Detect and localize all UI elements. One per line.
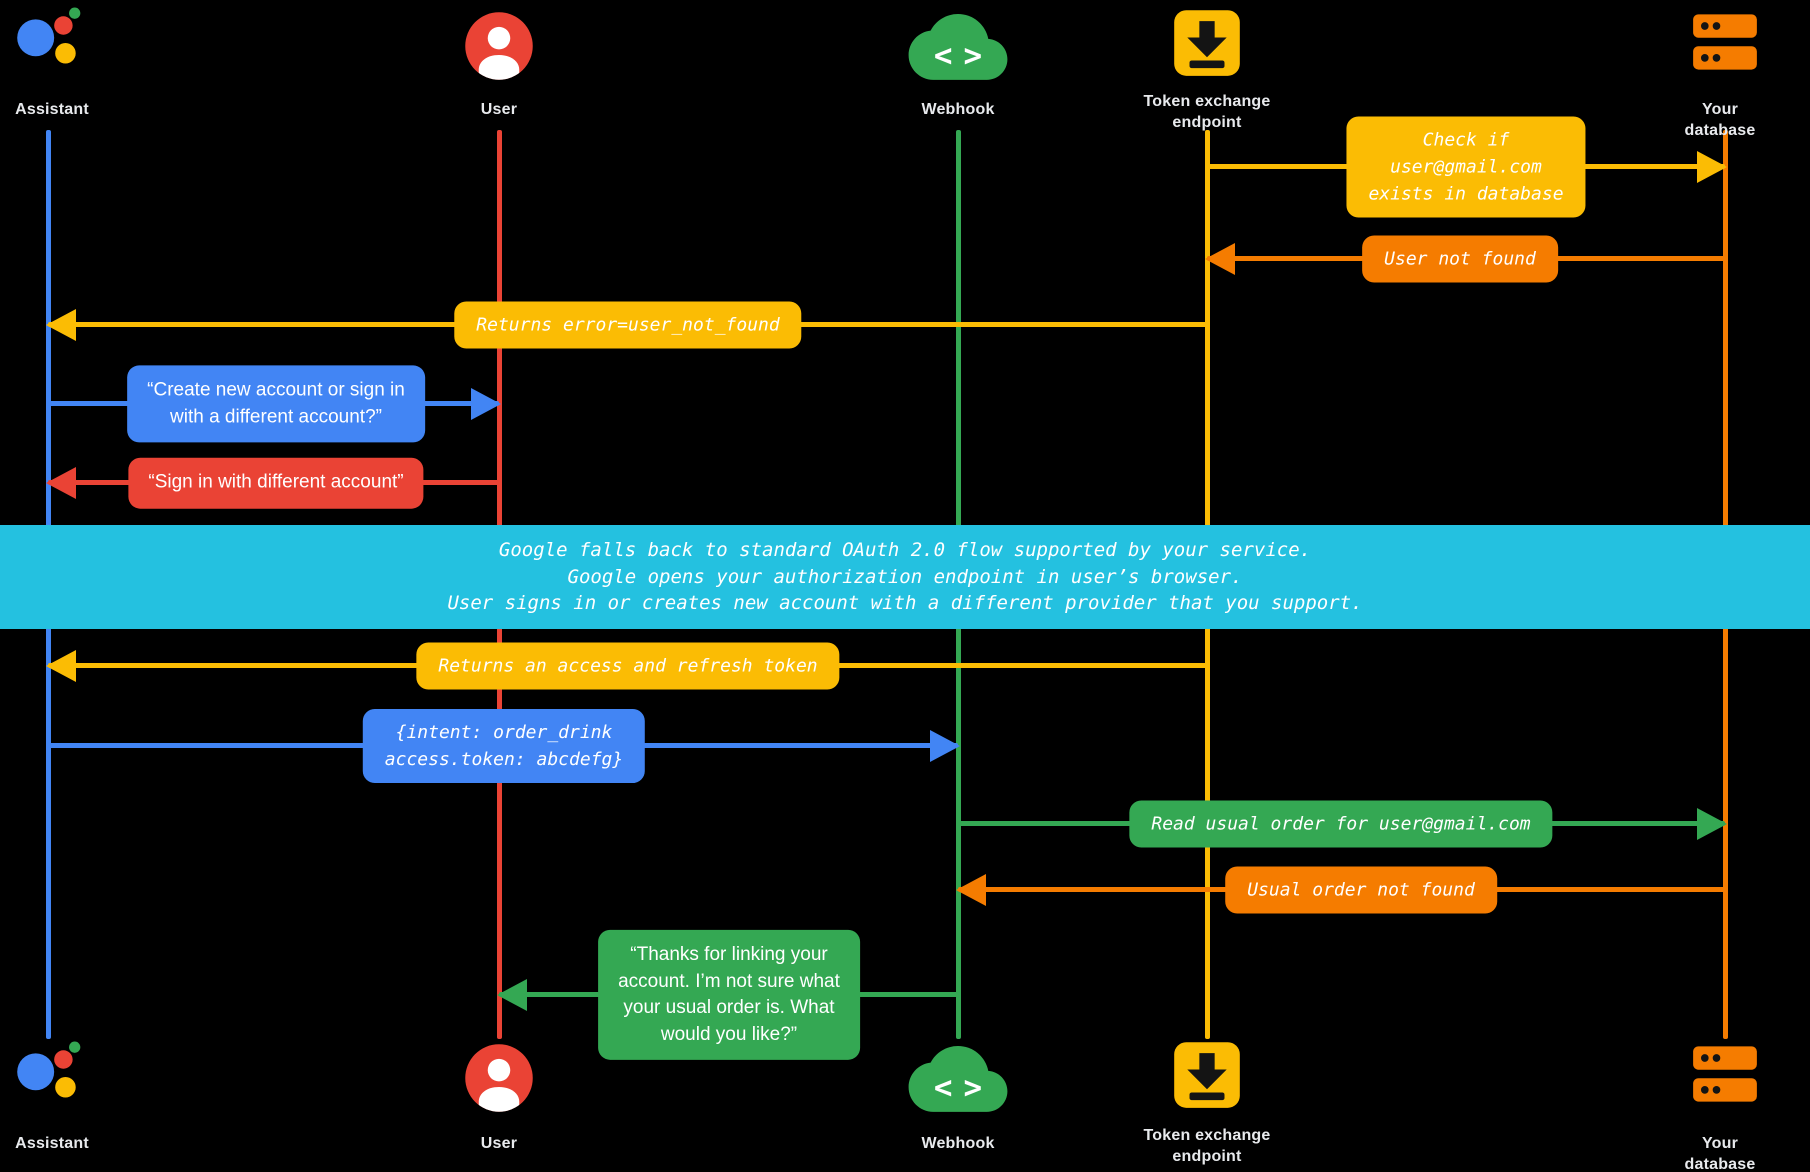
message-create-account: “Create new account or sign in with a di… [127, 365, 425, 443]
message-returns-tokens: Returns an access and refresh token [416, 642, 840, 690]
person-icon-bottom [463, 1042, 535, 1114]
assistant-label-bottom: Assistant [15, 1135, 89, 1152]
oauth-fallback-note: Google falls back to standard OAuth 2.0 … [0, 525, 1810, 629]
webhook-label-top: Webhook [921, 101, 995, 118]
database-label-bottom: Your database [1684, 1135, 1756, 1172]
google-assistant-logo-icon [9, 6, 87, 84]
svg-text:>: > [964, 1070, 983, 1106]
token-endpoint-label-top: Token exchange endpoint [1143, 93, 1271, 131]
message-check-exists: Check if user@gmail.com exists in databa… [1346, 116, 1586, 218]
cloud-code-icon: < > [906, 14, 1010, 84]
database-label-top: Your database [1684, 101, 1756, 139]
svg-text:>: > [964, 38, 983, 74]
message-thanks-reply: “Thanks for linking your account. I’m no… [598, 929, 860, 1061]
svg-text:<: < [934, 1070, 953, 1106]
assistant-label-top: Assistant [15, 101, 89, 118]
google-assistant-logo-icon-bottom [9, 1040, 87, 1118]
message-intent-payload: {intent: order_drink access.token: abcde… [362, 709, 646, 783]
server-stack-icon [1691, 10, 1759, 76]
webhook-label-bottom: Webhook [921, 1135, 995, 1152]
token-endpoint-label-bottom: Token exchange endpoint [1143, 1127, 1271, 1165]
message-read-order: Read usual order for user@gmail.com [1129, 800, 1553, 848]
user-label-top: User [480, 101, 518, 118]
message-returns-error: Returns error=user_not_found [454, 301, 802, 349]
download-tray-icon [1172, 8, 1242, 78]
message-sign-in-different: “Sign in with different account” [128, 457, 424, 509]
message-order-not-found: Usual order not found [1225, 866, 1497, 914]
user-label-bottom: User [480, 1135, 518, 1152]
person-icon [463, 10, 535, 82]
svg-text:<: < [934, 38, 953, 74]
server-stack-icon-bottom [1691, 1042, 1759, 1108]
download-tray-icon-bottom [1172, 1040, 1242, 1110]
cloud-code-icon-bottom: < > [906, 1046, 1010, 1116]
message-user-not-found: User not found [1362, 235, 1558, 283]
